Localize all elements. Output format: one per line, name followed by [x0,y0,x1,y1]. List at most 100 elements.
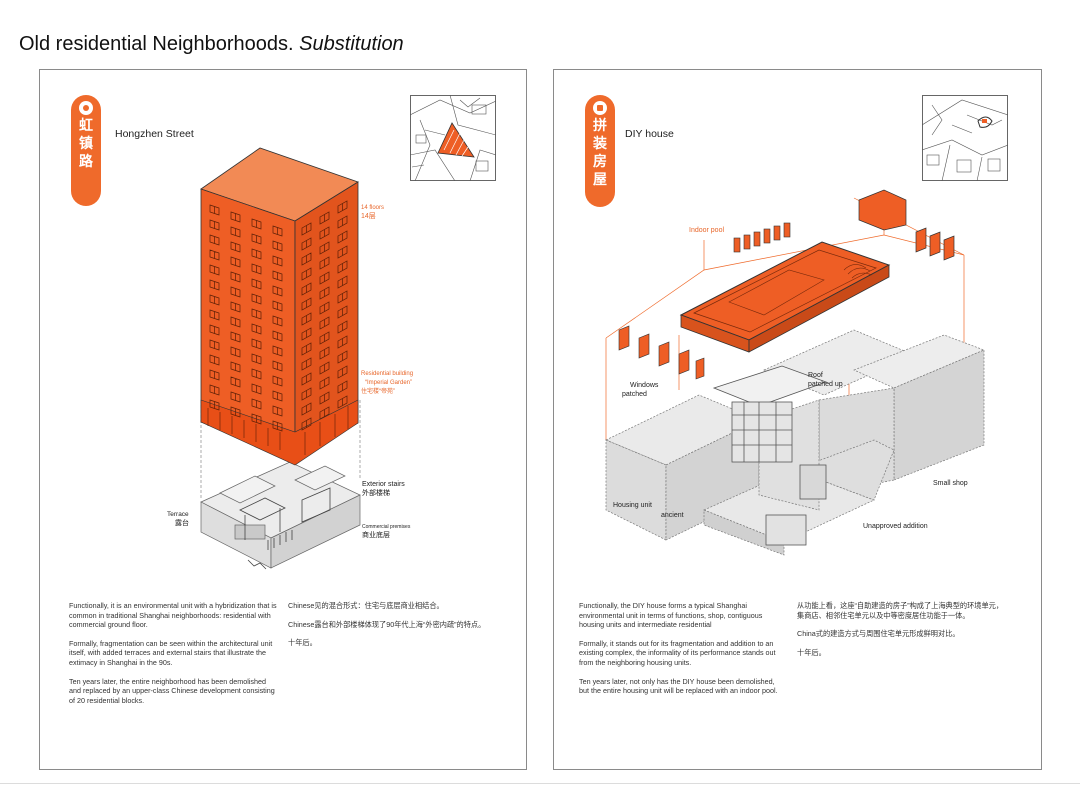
window [209,204,220,216]
site-minimap-left [410,95,496,181]
window [337,230,348,244]
window [272,270,283,282]
window [319,226,330,240]
label-residential-2: “Imperial Garden” [365,380,413,386]
window [319,301,330,315]
window [319,286,330,300]
window [230,211,241,223]
paragraph: 十年后。 [288,638,317,648]
badge-char: 屋 [593,172,607,188]
window [251,338,262,350]
label-commercial-en: Commercial premises [362,524,411,530]
window [251,308,262,320]
window [301,387,312,401]
window [337,335,348,349]
window [251,383,262,395]
page-title-main: Old residential Neighborhoods. [19,33,294,55]
window [272,285,283,297]
paragraph: 从功能上看，这座“自助建造的房子”构成了上海典型的环境单元，集商店、相邻住宅单元… [797,601,1004,620]
description-en-left: Functionally, it is an environmental uni… [69,601,279,714]
window [251,323,262,335]
label-residential-1: Residential building [361,371,414,377]
label-indoor-pool: Indoor pool [689,227,725,234]
window [301,327,312,341]
window [272,255,283,267]
paragraph: Functionally, it is an environmental uni… [69,601,277,630]
window [337,320,348,334]
window [301,402,312,416]
window [230,256,241,268]
description-en-right: Functionally, the DIY house forms a typi… [579,601,784,705]
window [337,350,348,364]
page-title: Old residential Neighborhoods. Substitut… [19,33,404,56]
badge-char: 房 [593,154,607,170]
isometric-diagram-left [200,147,361,570]
low-rise-block [200,461,361,570]
window [337,380,348,394]
window [272,240,283,252]
window [337,275,348,289]
window [301,252,312,266]
target-icon [79,101,93,115]
window-fragments [618,325,705,380]
shop-fragment [858,189,955,261]
window [251,233,262,245]
window [337,395,348,409]
label-residential-3: 住宅楼“帝苑” [361,389,395,395]
label-housing-unit: Housing unit [613,502,652,509]
window [230,286,241,298]
label-windows-2: patched [622,391,647,398]
window [209,309,220,321]
square-target-icon [593,101,607,115]
window [209,279,220,291]
window [230,346,241,358]
indoor-pool [679,241,891,353]
window [319,346,330,360]
label-ancient: ancient [661,512,684,519]
window [319,211,330,225]
isometric-diagram-right [605,189,985,556]
label-terrace-zh: 露台 [175,520,189,527]
window [319,331,330,345]
window [337,200,348,214]
window [230,391,241,403]
window [301,312,312,326]
window [301,237,312,251]
label-commercial-zh: 商业底层 [362,532,390,539]
window [337,290,348,304]
window [319,391,330,405]
window [251,263,262,275]
window [230,406,241,418]
paragraph: Ten years later, the entire neighborhood… [69,676,275,705]
paragraph: Ten years later, not only has the DIY ho… [579,676,778,696]
tower-windows-left [209,204,283,432]
window [301,282,312,296]
label-floors-en: 14 floors [361,205,385,211]
window [209,339,220,351]
paragraph: Chinese露台和外部楼梯体现了90年代上海“外密内疏”的特点。 [288,619,486,629]
label-floors-zh: 14层 [361,213,376,220]
paragraph: Functionally, the DIY house forms a typi… [579,601,763,630]
window [301,267,312,281]
window [301,372,312,386]
window [272,360,283,372]
panel-diy-house: 拼 装 房 屋 DIY house [553,69,1042,770]
window [272,345,283,357]
label-stairs-zh: 外部楼梯 [362,490,390,497]
badge-chars-left: 虹 镇 路 [71,117,101,171]
badge-char: 装 [593,136,607,152]
window [251,353,262,365]
site-name-right: DIY house [625,128,674,140]
window [337,215,348,229]
window [272,405,283,417]
window [319,271,330,285]
window [230,301,241,313]
window [272,375,283,387]
window [319,361,330,375]
window [251,398,262,410]
window [230,241,241,253]
diy-house-core [712,365,828,546]
label-unapproved: Unapproved addition [863,523,928,530]
window [272,390,283,402]
window [272,300,283,312]
